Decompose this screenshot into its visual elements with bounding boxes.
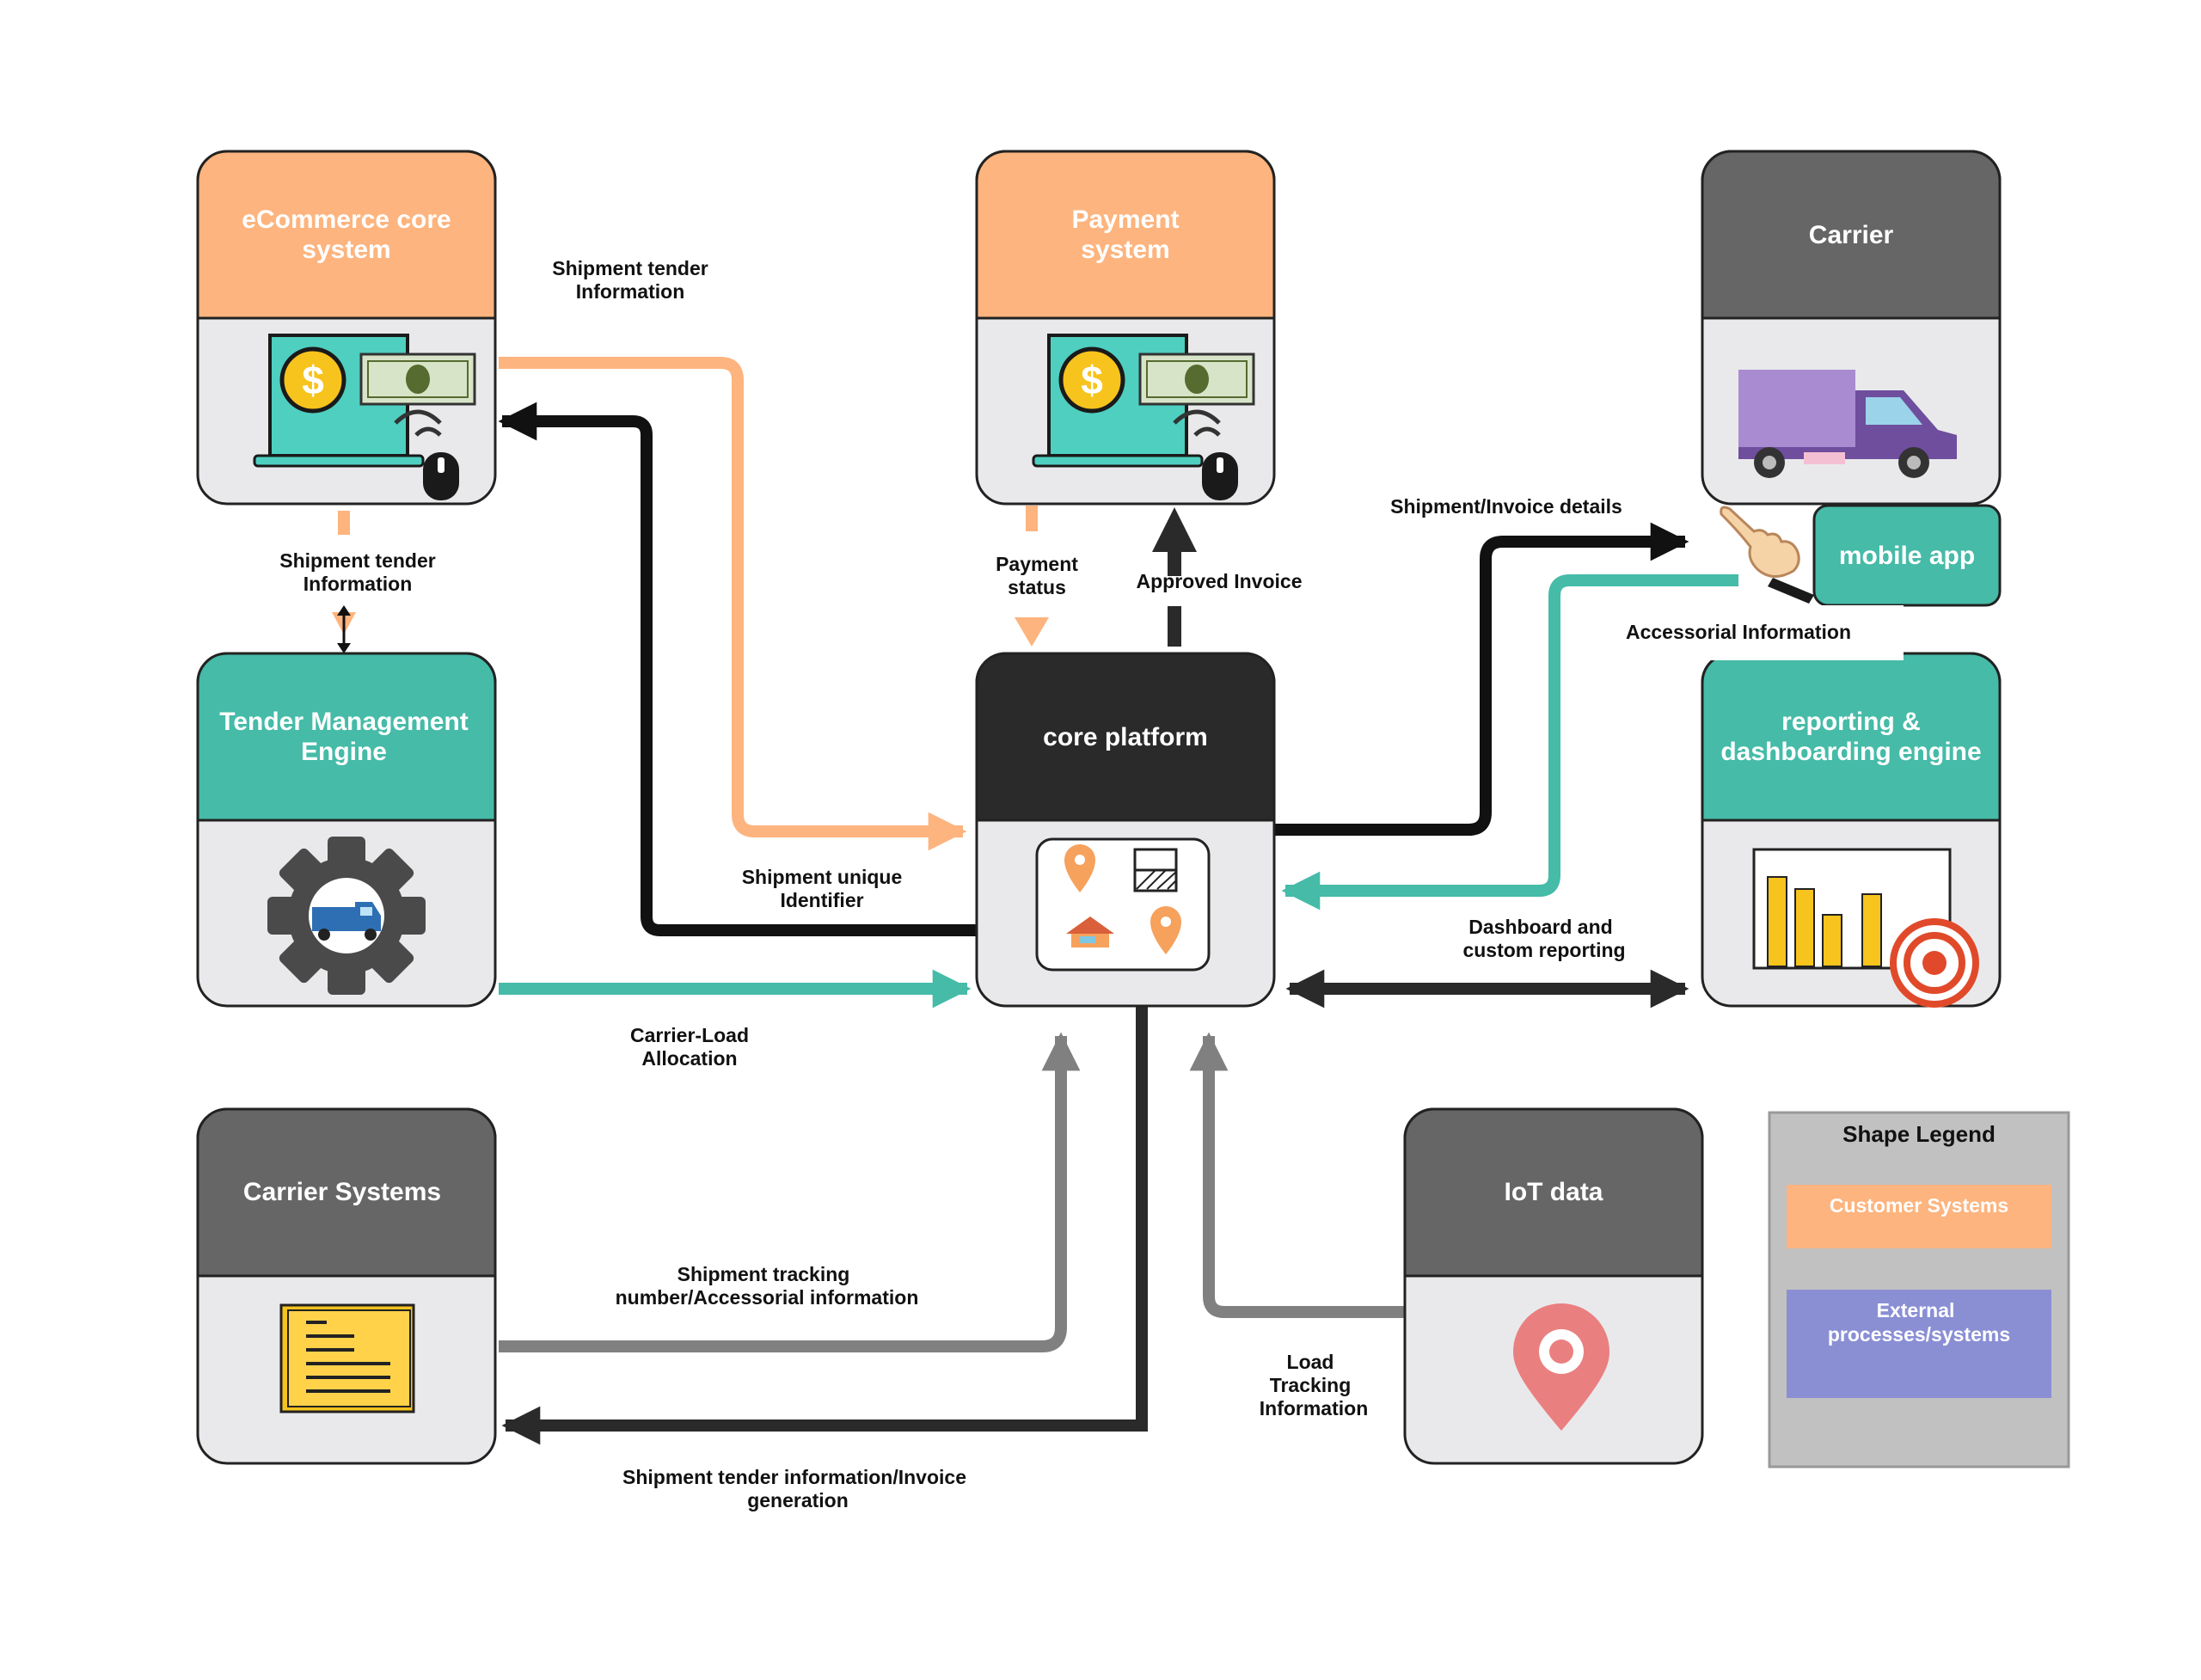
- edge-label-dashboard-line1: Dashboard and: [1468, 916, 1612, 938]
- edge-accessorial: [1281, 574, 1738, 911]
- edge-core-to-ecom: [498, 402, 978, 936]
- node-mobile: mobile app: [1720, 504, 2002, 607]
- edge-label-accessorial: Accessorial Information: [1626, 621, 1851, 643]
- node-carrier-systems-title: Carrier Systems: [243, 1178, 441, 1206]
- laptop-payment-icon: $: [253, 334, 476, 500]
- edge-label-accessorial-bg: [1611, 605, 1904, 660]
- node-carrier-systems: Carrier Systems: [196, 1107, 497, 1465]
- edge-label-iot-to-core-line1: Load: [1287, 1351, 1334, 1373]
- legend-label-external-line1: External: [1877, 1299, 1955, 1321]
- edge-label-ecom-to-core-line2: Information: [576, 280, 685, 303]
- edge-tender-arrowhead-down: [337, 643, 351, 653]
- edge-label-core-to-carrier-sys-line2: generation: [747, 1489, 849, 1511]
- edge-label-carrier-sys-to-core: Shipment tracking number/Accessorial inf…: [616, 1263, 919, 1309]
- edge-iot-to-core: [1189, 1032, 1405, 1318]
- edge-label-ecom-to-tender-line2: Information: [303, 573, 413, 595]
- node-payment: Payment system $: [975, 150, 1276, 506]
- edge-label-payment-status-line2: status: [1008, 576, 1066, 598]
- location-map-icon: [1035, 837, 1211, 972]
- edge-ecom-to-core: [499, 357, 967, 851]
- edge-label-ecom-to-tender: Shipment tender Information: [279, 549, 436, 595]
- gear-truck-icon: [267, 837, 426, 995]
- node-tender: Tender Management Engine: [196, 652, 497, 1008]
- shape-legend: Shape Legend Customer Systems External p…: [1768, 1111, 2070, 1468]
- legend-swatch-customer: [1787, 1185, 2051, 1248]
- edge-label-ecom-to-core: Shipment tender Information: [552, 257, 708, 303]
- edge-label-tender-to-core-line2: Allocation: [641, 1047, 737, 1070]
- edge-label-dashboard-line2: custom reporting: [1462, 939, 1625, 961]
- edge-label-ecom-to-tender-line1: Shipment tender: [279, 549, 436, 572]
- node-reporting-title-line1: reporting &: [1781, 708, 1921, 736]
- edge-approved-invoice-arrowhead: [1152, 507, 1197, 552]
- bar-chart-icon: [1752, 848, 1979, 1008]
- edge-core-to-carrier: [1272, 522, 1689, 836]
- edge-label-payment-status-line1: Payment: [996, 553, 1078, 575]
- legend-label-external-line2: processes/systems: [1828, 1323, 2010, 1346]
- node-iot: IoT data: [1403, 1107, 1704, 1465]
- node-mobile-title: mobile app: [1839, 542, 1975, 570]
- edge-label-iot-to-core: Load Tracking Information: [1260, 1351, 1369, 1419]
- edge-carrier-sys-to-core: [499, 1032, 1081, 1352]
- node-payment-title-line2: system: [1081, 236, 1169, 264]
- svg-text:$: $: [1081, 358, 1103, 402]
- edge-label-payment-status: Payment status: [996, 553, 1078, 598]
- edge-label-carrier-sys-to-core-line1: Shipment tracking: [677, 1263, 850, 1285]
- delivery-truck-icon: [1738, 370, 1957, 478]
- node-iot-title: IoT data: [1504, 1178, 1603, 1206]
- edge-label-core-to-carrier-sys: Shipment tender information/Invoice gene…: [622, 1466, 966, 1511]
- svg-text:$: $: [302, 358, 324, 402]
- edge-label-core-to-ecom: Shipment unique Identifier: [742, 866, 903, 911]
- edge-label-iot-to-core-line3: Information: [1260, 1397, 1369, 1419]
- edge-label-core-to-carrier-sys-line1: Shipment tender information/Invoice: [622, 1466, 966, 1488]
- edge-tender-arrowhead-up: [337, 605, 351, 616]
- node-tender-title-line1: Tender Management: [219, 708, 469, 736]
- node-tender-title-line2: Engine: [301, 738, 387, 766]
- edge-payment-status-arrowhead: [1015, 617, 1049, 647]
- edge-label-tender-to-core: Carrier-Load Allocation: [630, 1024, 749, 1070]
- edge-label-core-to-ecom-line1: Shipment unique: [742, 866, 903, 888]
- laptop-payment-icon: $: [1032, 334, 1255, 500]
- node-reporting: reporting & dashboarding engine: [1701, 652, 2002, 1008]
- node-ecommerce-title-line2: system: [302, 236, 390, 264]
- edge-core-to-carrier-sys: [501, 1006, 1148, 1445]
- node-reporting-title-line2: dashboarding engine: [1720, 738, 1981, 766]
- legend-title: Shape Legend: [1842, 1121, 1996, 1147]
- edge-label-tender-to-core-line1: Carrier-Load: [630, 1024, 749, 1046]
- edge-label-core-to-carrier: Shipment/Invoice details: [1390, 495, 1622, 518]
- node-carrier-title: Carrier: [1809, 221, 1894, 249]
- legend-swatch-external: [1787, 1290, 2051, 1398]
- edge-label-ecom-to-core-line1: Shipment tender: [552, 257, 708, 279]
- node-core-title: core platform: [1043, 723, 1208, 751]
- node-carrier: Carrier: [1701, 150, 2002, 506]
- edge-label-approved-invoice: Approved Invoice: [1137, 570, 1303, 592]
- edge-label-core-to-ecom-line2: Identifier: [780, 889, 863, 911]
- edge-label-iot-to-core-line2: Tracking: [1270, 1374, 1352, 1396]
- document-icon: [279, 1303, 415, 1413]
- node-ecommerce-title-line1: eCommerce core: [242, 205, 451, 234]
- legend-label-customer: Customer Systems: [1830, 1194, 2008, 1217]
- node-payment-title-line1: Payment: [1071, 205, 1179, 234]
- edge-label-carrier-sys-to-core-line2: number/Accessorial information: [616, 1286, 919, 1309]
- node-core: core platform: [975, 652, 1276, 1008]
- location-pin-icon: [1513, 1303, 1609, 1431]
- node-ecommerce: eCommerce core system $: [196, 150, 497, 506]
- edge-label-dashboard: Dashboard and custom reporting: [1462, 916, 1625, 961]
- pointing-hand-icon: [1720, 506, 1814, 604]
